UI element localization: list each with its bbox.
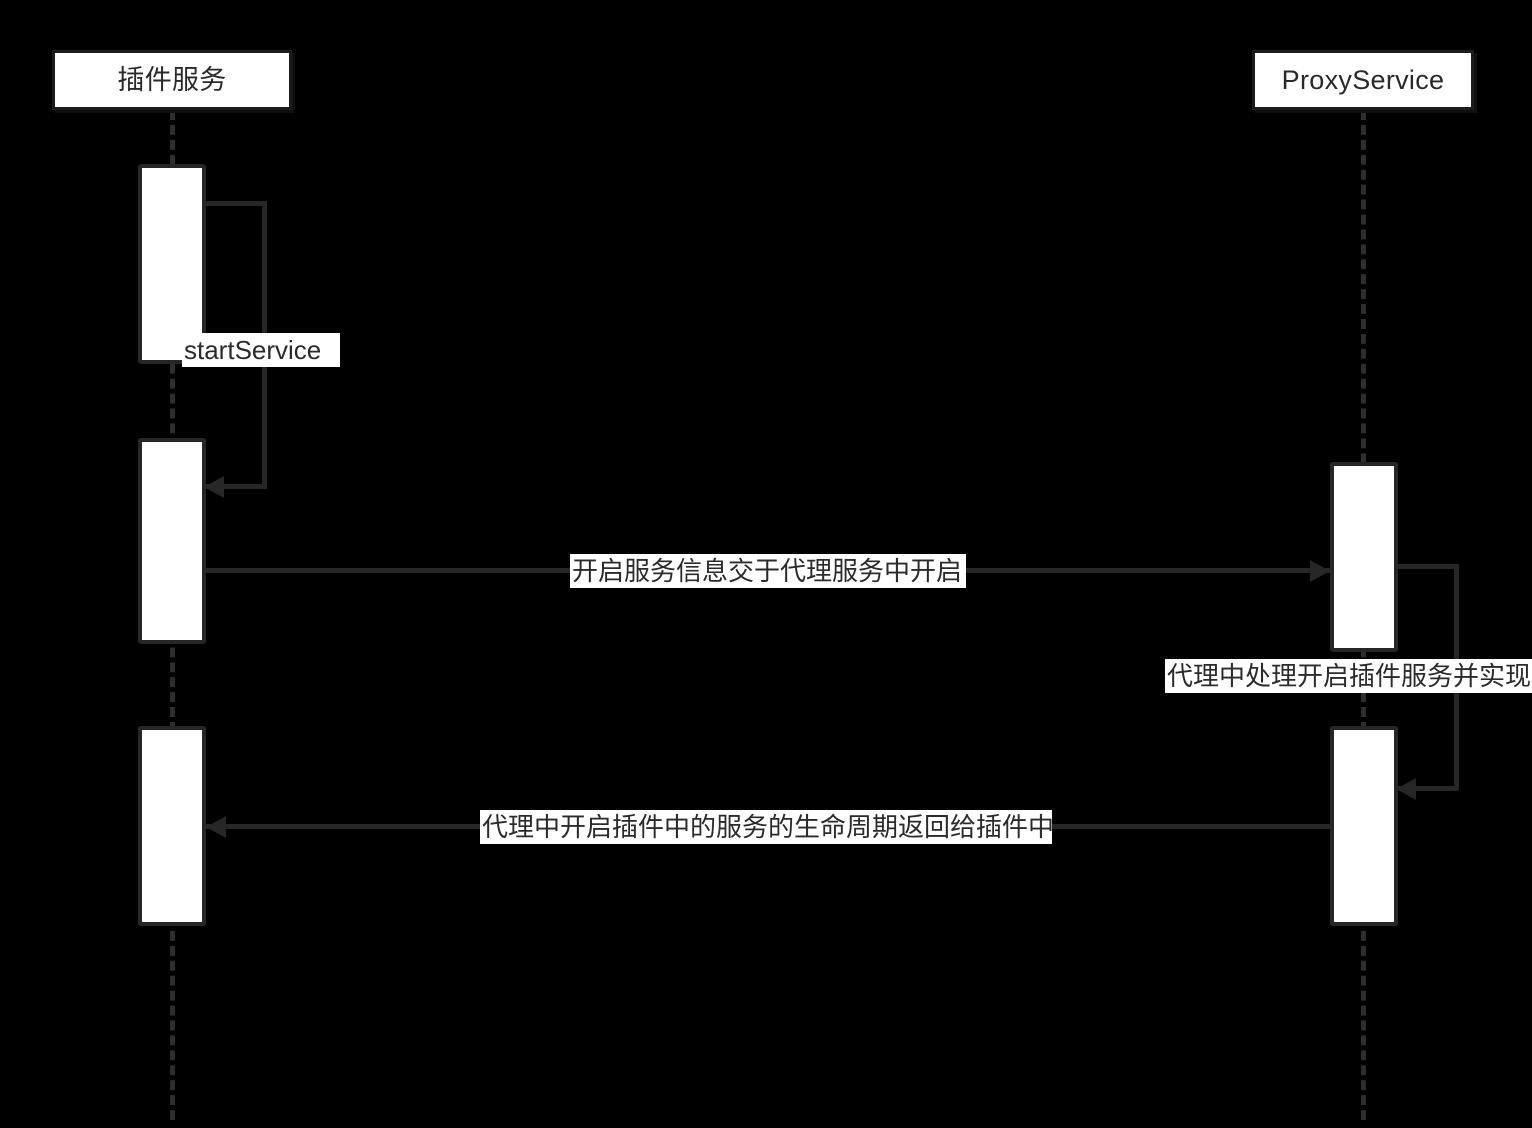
- message-open-service-arrowhead: [1310, 560, 1330, 582]
- self-call-plugin-top-segment: [204, 201, 266, 206]
- participant-proxy-service[interactable]: ProxyService: [1252, 50, 1474, 110]
- participant-plugin-service[interactable]: 插件服务: [52, 50, 292, 110]
- activation-plugin-3: [138, 726, 206, 926]
- self-call-proxy-arrowhead: [1396, 778, 1416, 800]
- self-call-proxy-top-segment: [1396, 564, 1458, 569]
- message-lifecycle-return-arrowhead: [206, 816, 226, 838]
- participant-proxy-service-label: ProxyService: [1281, 64, 1445, 95]
- participant-plugin-service-label: 插件服务: [117, 64, 227, 95]
- activation-proxy-2: [1330, 726, 1398, 926]
- activation-plugin-2: [138, 438, 206, 644]
- self-call-proxy-bottom-segment: [1396, 786, 1458, 791]
- activation-proxy-1: [1330, 462, 1398, 652]
- activation-plugin-1: [138, 164, 206, 364]
- message-open-service-label: 开启服务信息交于代理服务中开启: [570, 554, 966, 588]
- self-call-plugin-label: startService: [182, 333, 340, 367]
- self-call-plugin-bottom-segment: [204, 484, 266, 489]
- message-lifecycle-return-label: 代理中开启插件中的服务的生命周期返回给插件中: [480, 810, 1052, 844]
- self-call-plugin-arrowhead: [204, 476, 224, 498]
- self-call-proxy-label: 代理中处理开启插件服务并实现: [1165, 659, 1532, 693]
